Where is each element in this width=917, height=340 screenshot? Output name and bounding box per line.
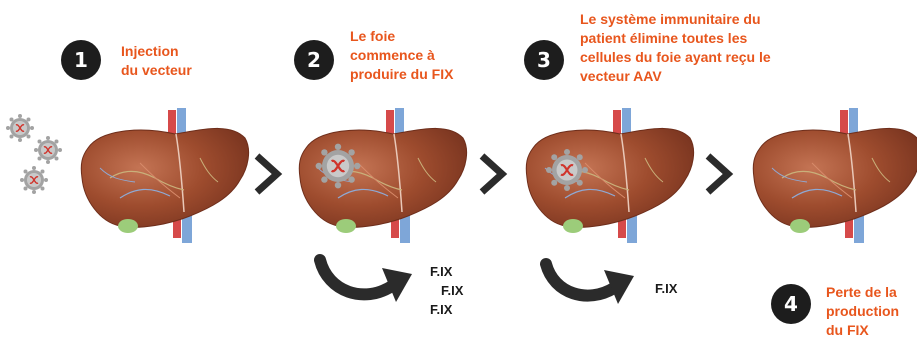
liver-illustration — [298, 108, 473, 243]
step-3-line: cellules du foie ayant reçu le — [580, 48, 771, 67]
step-1-text: Injection du vecteur — [121, 42, 192, 80]
fix-label: F.IX — [655, 281, 677, 296]
step-2-badge: 2 — [294, 40, 334, 80]
virus-icon — [6, 114, 34, 142]
step-3-badge: 3 — [524, 40, 564, 80]
step-4-line: Perte de la — [826, 283, 899, 302]
step-4-badge: 4 — [771, 284, 811, 324]
step-2-number: 2 — [307, 48, 321, 72]
fix-label: F.IX — [441, 283, 463, 298]
step-4-number: 4 — [784, 292, 798, 316]
step-2-line: commence à — [350, 46, 453, 65]
chevron-right-icon — [704, 152, 734, 196]
step-4-line: du FIX — [826, 321, 899, 340]
curved-arrow-icon — [540, 256, 640, 312]
liver-illustration — [752, 108, 917, 243]
step-3-number: 3 — [537, 48, 551, 72]
liver-illustration — [80, 108, 255, 243]
step-1-line: du vecteur — [121, 61, 192, 80]
step-4-text: Perte de la production du FIX — [826, 283, 899, 340]
step-2-line: produire du FIX — [350, 65, 453, 84]
step-1-line: Injection — [121, 42, 192, 61]
liver-illustration — [525, 108, 700, 243]
step-2-text: Le foie commence à produire du FIX — [350, 27, 453, 84]
step-4-line: production — [826, 302, 899, 321]
step-3-line: patient élimine toutes les — [580, 29, 771, 48]
chevron-right-icon — [253, 152, 283, 196]
virus-icon — [546, 149, 588, 191]
virus-icon — [34, 136, 62, 164]
virus-icon — [316, 144, 361, 189]
virus-icon — [20, 166, 48, 194]
step-3-line: Le système immunitaire du — [580, 10, 771, 29]
fix-label: F.IX — [430, 264, 452, 279]
virus-cluster — [0, 110, 80, 200]
curved-arrow-icon — [314, 252, 414, 312]
step-1-number: 1 — [74, 48, 88, 72]
fix-label: F.IX — [430, 302, 452, 317]
step-2-line: Le foie — [350, 27, 453, 46]
chevron-right-icon — [478, 152, 508, 196]
step-3-text: Le système immunitaire du patient élimin… — [580, 10, 771, 86]
step-3-line: vecteur AAV — [580, 67, 771, 86]
step-1-badge: 1 — [61, 40, 101, 80]
